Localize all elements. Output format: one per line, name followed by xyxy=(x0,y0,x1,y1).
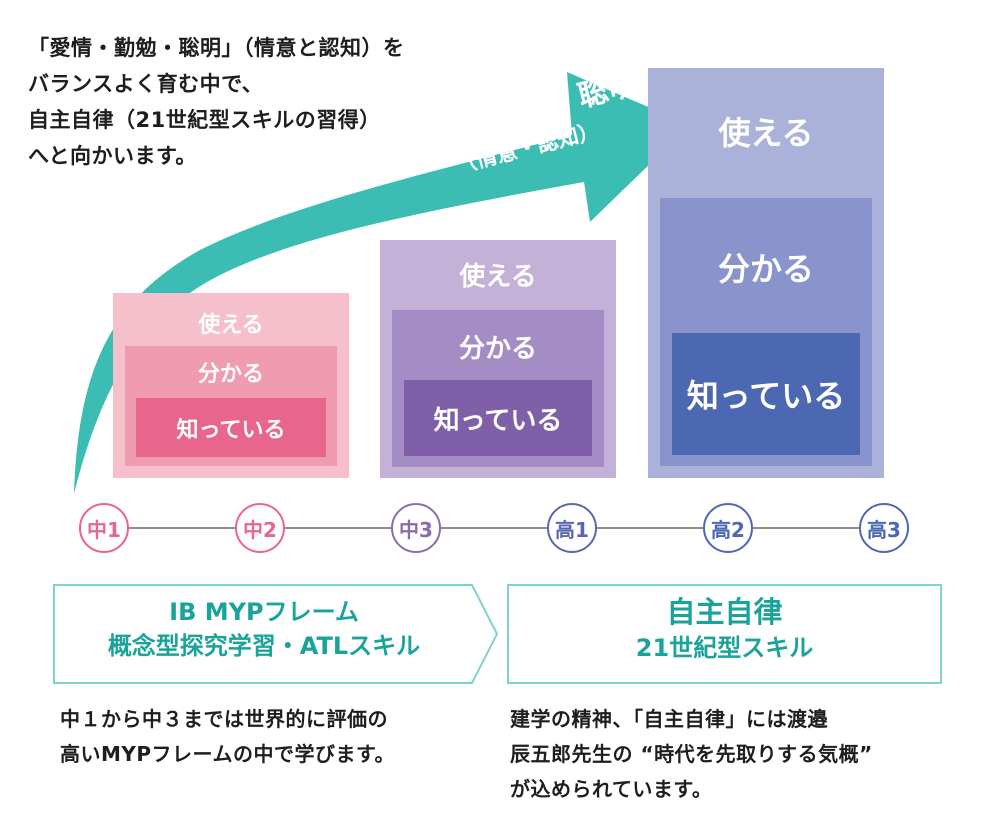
right-note: 建学の精神、「自主自律」には渡邉 辰五郎先生の “時代を先取りする気概” が込め… xyxy=(510,702,873,807)
intro-text: 「愛情・勤勉・聡明」（情意と認知）を バランスよく育む中で、 自主自律（21世紀… xyxy=(28,30,478,174)
layer-inner-label: 知っている xyxy=(176,417,286,443)
node-label: 高3 xyxy=(867,517,901,542)
layer-inner-label: 知っている xyxy=(686,377,846,415)
level-stack-senior: 使える 分かる 知っている xyxy=(648,68,884,478)
right-panel-title: 自主自律 xyxy=(666,595,783,629)
layer-inner: 知っている xyxy=(404,380,592,456)
note-line: 高いMYPフレームの中で学びます。 xyxy=(60,742,395,766)
note-line: が込められています。 xyxy=(510,777,713,801)
layer-middle-label: 分かる xyxy=(458,334,537,364)
layer-outer-label: 使える xyxy=(198,313,264,338)
timeline-node-senior-2: 高2 xyxy=(703,503,753,553)
timeline-node-senior-1: 高1 xyxy=(547,503,597,553)
left-panel-subtitle: 概念型探究学習・ATLスキル xyxy=(107,632,421,660)
timeline-line xyxy=(104,527,888,529)
node-label: 高2 xyxy=(711,517,745,542)
level-stack-junior-3: 使える 分かる 知っている xyxy=(380,240,616,478)
right-panel-subtitle: 21世紀型スキル xyxy=(635,634,814,662)
timeline-node-senior-3: 高3 xyxy=(859,503,909,553)
note-line: 辰五郎先生の “時代を先取りする気概” xyxy=(510,742,873,766)
timeline-node-junior-2: 中2 xyxy=(235,503,285,553)
node-label: 中1 xyxy=(87,517,121,542)
intro-line: バランスよく育む中で、 xyxy=(28,72,264,96)
node-label: 中3 xyxy=(399,517,433,542)
growth-arrow-shape xyxy=(74,72,690,494)
intro-line: 「愛情・勤勉・聡明」（情意と認知）を xyxy=(28,36,405,60)
left-panel-frame xyxy=(53,584,499,684)
intro-line: へと向かいます。 xyxy=(28,144,197,168)
note-line: 中１から中３までは世界的に評価の xyxy=(60,707,388,731)
node-label: 高1 xyxy=(555,517,589,542)
note-line: 建学の精神、「自主自律」には渡邉 xyxy=(510,707,828,731)
intro-line: 自主自律（21世紀型スキルの習得） xyxy=(28,108,381,132)
level-stack-junior-1: 使える 分かる 知っている xyxy=(113,293,349,478)
left-note: 中１から中３までは世界的に評価の 高いMYPフレームの中で学びます。 xyxy=(60,702,395,772)
timeline-node-junior-3: 中3 xyxy=(391,503,441,553)
layer-outer-label: 使える xyxy=(459,262,537,292)
layer-inner: 知っている xyxy=(136,398,326,457)
layer-middle-label: 分かる xyxy=(717,250,814,288)
right-panel: 自主自律 21世紀型スキル xyxy=(508,593,941,665)
layer-inner: 知っている xyxy=(672,333,860,455)
timeline-node-junior-1: 中1 xyxy=(79,503,129,553)
layer-outer-label: 使える xyxy=(718,114,814,152)
left-panel: IB MYPフレーム 概念型探究学習・ATLスキル xyxy=(54,595,474,663)
node-label: 中2 xyxy=(243,517,277,542)
layer-middle-label: 分かる xyxy=(197,362,264,387)
left-panel-title: IB MYPフレーム xyxy=(169,598,359,626)
right-panel-frame xyxy=(507,584,942,684)
layer-inner-label: 知っている xyxy=(433,405,563,436)
